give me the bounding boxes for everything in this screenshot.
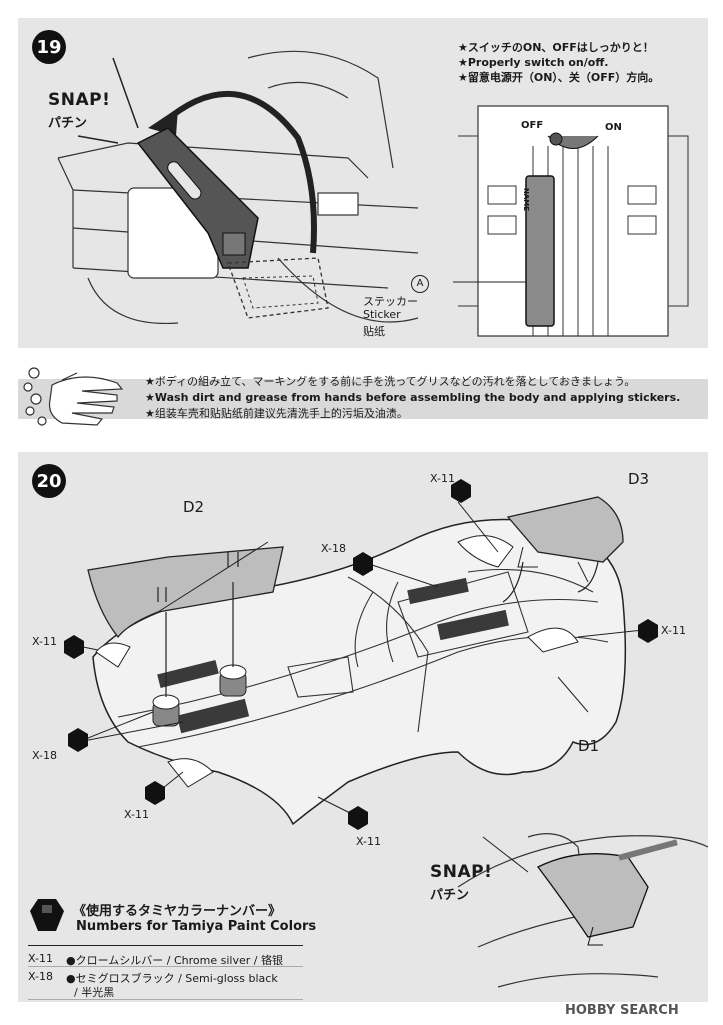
snap-label: SNAP!	[48, 90, 111, 110]
body-assembly-illustration	[64, 479, 658, 830]
sticker-label-jp: ステッカー	[363, 295, 418, 308]
snap-label-jp: パチン	[48, 116, 88, 131]
paint-callout-x11: X-11	[430, 472, 455, 485]
paint-bottle-icon	[30, 899, 64, 931]
paint-callout-x11: X-11	[32, 635, 57, 648]
wash-banner-background	[18, 379, 708, 419]
legend-code: X-18	[28, 970, 53, 983]
sticker-label-cn: 贴纸	[363, 325, 385, 338]
switch-note-en: ★Properly switch on/off.	[458, 56, 609, 69]
snap-label: SNAP!	[430, 862, 493, 882]
part-label-d2: D2	[183, 498, 205, 516]
step-19-panel: 19 SNAP! パチン ★スイッチのON、	[18, 18, 708, 348]
part-label-d3: D3	[628, 470, 650, 488]
paint-callout-x18: X-18	[32, 749, 57, 762]
paint-callout-x11: X-11	[661, 624, 686, 637]
snap-label-jp: パチン	[430, 888, 470, 903]
legend-desc: ●セミグロスブラック / Semi-gloss black	[66, 972, 278, 985]
hands-icon	[23, 367, 124, 426]
step-20-panel: 20	[18, 452, 709, 1002]
wash-note-en: ★Wash dirt and grease from hands before …	[145, 391, 681, 404]
legend-code: X-11	[28, 952, 53, 965]
battery-strap-illustration	[57, 50, 419, 325]
switch-note-cn: ★留意电源开（ON）、关（OFF）方向。	[458, 71, 660, 84]
sticker-marker-a: A	[411, 275, 429, 293]
part-label-d1: D1	[578, 737, 600, 755]
wash-hands-banner: ★ボディの組み立て、マーキングをする前に手を洗ってグリスなどの汚れを落としておき…	[18, 365, 708, 429]
sticker-label-en: Sticker	[363, 308, 401, 321]
watermark: HOBBY SEARCH	[565, 1003, 679, 1018]
paint-callout-x18: X-18	[321, 542, 346, 555]
switch-off-label: OFF	[521, 120, 544, 131]
paint-callout-x11: X-11	[124, 808, 149, 821]
legend-title-jp: 《使用するタミヤカラーナンバー》	[73, 904, 282, 919]
legend-divider	[28, 945, 303, 946]
wash-note-jp: ★ボディの組み立て、マーキングをする前に手を洗ってグリスなどの汚れを落としておき…	[145, 375, 636, 388]
wash-note-cn: ★组装车壳和贴贴纸前建议先清洗手上的污垢及油渍。	[145, 407, 408, 420]
paint-callout-x11: X-11	[356, 835, 381, 848]
legend-desc-line2: / 半光黑	[74, 986, 115, 999]
name-tag-label: NAME	[522, 188, 530, 212]
legend-divider	[28, 999, 303, 1000]
snap-detail-illustration	[457, 833, 709, 988]
switch-note-jp: ★スイッチのON、OFFはしっかりと！	[458, 41, 654, 54]
legend-title-en: Numbers for Tamiya Paint Colors	[76, 919, 317, 934]
step-number-badge: 19	[32, 30, 66, 64]
legend-desc: ●クロームシルバー / Chrome silver / 铬银	[66, 954, 283, 967]
switch-on-label: ON	[605, 122, 622, 133]
step-number-badge: 20	[32, 464, 66, 498]
chassis-top-view-illustration	[453, 105, 689, 337]
legend-divider	[28, 966, 303, 967]
